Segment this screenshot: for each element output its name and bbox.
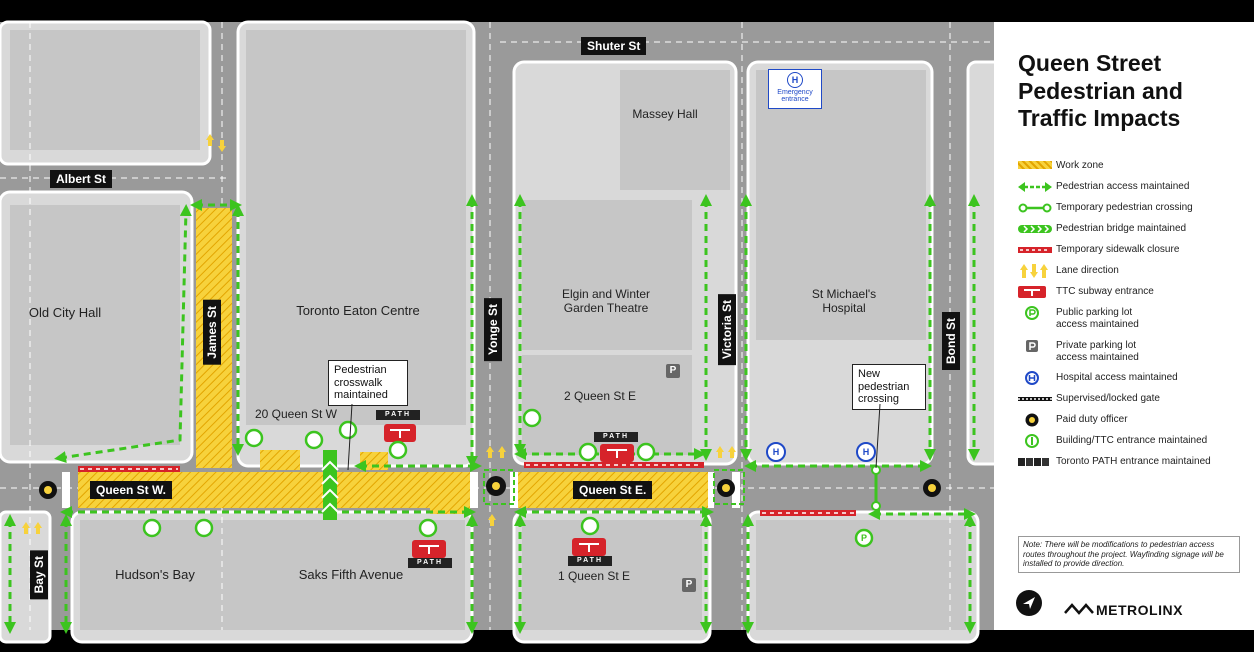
path-entrance bbox=[376, 410, 638, 568]
hospital-icon: H bbox=[772, 447, 780, 457]
legend-item-sidewalk-closure: Temporary sidewalk closure bbox=[1018, 242, 1248, 260]
legend-item-ttc-entrance: TTC subway entrance bbox=[1018, 284, 1248, 302]
hospital-icon: H bbox=[787, 72, 803, 88]
legend-item-hospital: Hospital access maintained bbox=[1018, 370, 1248, 388]
building-st-michaels bbox=[756, 70, 926, 340]
legend-panel: Queen Street Pedestrian and Traffic Impa… bbox=[994, 22, 1254, 630]
legend-item-gate: Supervised/locked gate bbox=[1018, 391, 1248, 409]
emergency-label: Emergency entrance bbox=[777, 89, 813, 104]
legend-item-private-parking: Private parking lot access maintained bbox=[1018, 338, 1248, 364]
private-parking-icon bbox=[1026, 340, 1038, 352]
label-elgin: Elgin and Winter Garden Theatre bbox=[561, 287, 651, 315]
label-2-queen: 2 Queen St E bbox=[563, 389, 637, 403]
label-st-michaels: St Michael's Hospital bbox=[811, 287, 877, 315]
public-parking-icon: P bbox=[860, 533, 867, 543]
emergency-entrance-box: H Emergency entrance bbox=[768, 69, 822, 109]
label-20-queen: 20 Queen St W bbox=[254, 407, 338, 421]
ped-bridge-icon bbox=[1018, 225, 1052, 233]
ped-bridge bbox=[321, 450, 339, 520]
private-parking-icon: P bbox=[666, 364, 680, 378]
legend-note: Note: There will be modifications to ped… bbox=[1018, 536, 1240, 573]
public-parking bbox=[854, 528, 874, 548]
metrolinx-logo-icon bbox=[1064, 603, 1094, 615]
legend-item-temp-crossing: Temporary pedestrian crossing bbox=[1018, 200, 1248, 218]
street-queen-e: Queen St E. bbox=[573, 481, 653, 499]
building-elgin bbox=[522, 200, 692, 350]
building-entrance-icon bbox=[1025, 434, 1039, 448]
path-entrance-icon bbox=[1018, 458, 1049, 466]
label-old-city-hall: Old City Hall bbox=[28, 305, 102, 320]
gate-icon bbox=[1018, 397, 1052, 401]
path-icon: PATH bbox=[576, 557, 604, 564]
north-arrow-icon bbox=[1016, 590, 1042, 616]
label-eaton-centre: Toronto Eaton Centre bbox=[296, 303, 420, 318]
street-shuter: Shuter St bbox=[581, 37, 647, 55]
legend-item-public-parking: Public parking lot access maintained bbox=[1018, 305, 1248, 331]
sidewalk-closure-icon bbox=[1018, 247, 1052, 253]
building-one-queen bbox=[522, 520, 702, 630]
building-nw bbox=[10, 30, 200, 150]
street-albert: Albert St bbox=[50, 170, 113, 188]
callout-new-crossing: New pedestrian crossing bbox=[852, 364, 926, 410]
officer-icon bbox=[1025, 413, 1039, 427]
path-icon: PATH bbox=[416, 559, 444, 566]
path-icon: PATH bbox=[384, 411, 412, 418]
legend-item-officer: Paid duty officer bbox=[1018, 412, 1248, 430]
label-saks: Saks Fifth Avenue bbox=[298, 567, 404, 582]
legend-item-path-entrance: Toronto PATH entrance maintained bbox=[1018, 454, 1248, 472]
building-hudsons-bay bbox=[80, 520, 465, 630]
lane-direction-icon bbox=[1020, 264, 1048, 278]
legend-item-work-zone: Work zone bbox=[1018, 158, 1248, 176]
temp-crossing-icon bbox=[1018, 203, 1052, 213]
public-parking-icon bbox=[1025, 306, 1039, 320]
hospital-icon: H bbox=[862, 447, 870, 457]
label-hudsons-bay: Hudson's Bay bbox=[115, 567, 195, 582]
legend-item-ped-bridge: Pedestrian bridge maintained bbox=[1018, 221, 1248, 239]
lane-direction bbox=[22, 134, 736, 534]
sidewalk-closure bbox=[78, 462, 856, 516]
building-eaton bbox=[246, 30, 466, 425]
ped-access bbox=[3, 194, 980, 634]
legend-title: Queen Street Pedestrian and Traffic Impa… bbox=[1018, 50, 1183, 132]
callout-ped-crosswalk: Pedestrian crosswalk maintained bbox=[328, 360, 408, 406]
legend-item-lane-direction: Lane direction bbox=[1018, 263, 1248, 281]
building-massey bbox=[620, 70, 730, 190]
path-icon: PATH bbox=[602, 433, 630, 440]
ttc-icon bbox=[1018, 286, 1046, 298]
work-zone-icon bbox=[1018, 161, 1052, 169]
hospital-icon bbox=[1025, 371, 1039, 385]
callout-leaders bbox=[347, 403, 881, 471]
brand-name: METROLINX bbox=[1096, 602, 1183, 618]
legend-item-ped-access: Pedestrian access maintained bbox=[1018, 179, 1248, 197]
building-entrance bbox=[142, 408, 656, 538]
ped-access-icon bbox=[1018, 182, 1052, 192]
street-queen-w: Queen St W. bbox=[90, 481, 173, 499]
legend-item-building-entrance: Building/TTC entrance maintained bbox=[1018, 433, 1248, 451]
private-parking-icon: P bbox=[682, 578, 696, 592]
label-1-queen: 1 Queen St E bbox=[557, 569, 631, 583]
label-massey: Massey Hall bbox=[632, 107, 698, 121]
